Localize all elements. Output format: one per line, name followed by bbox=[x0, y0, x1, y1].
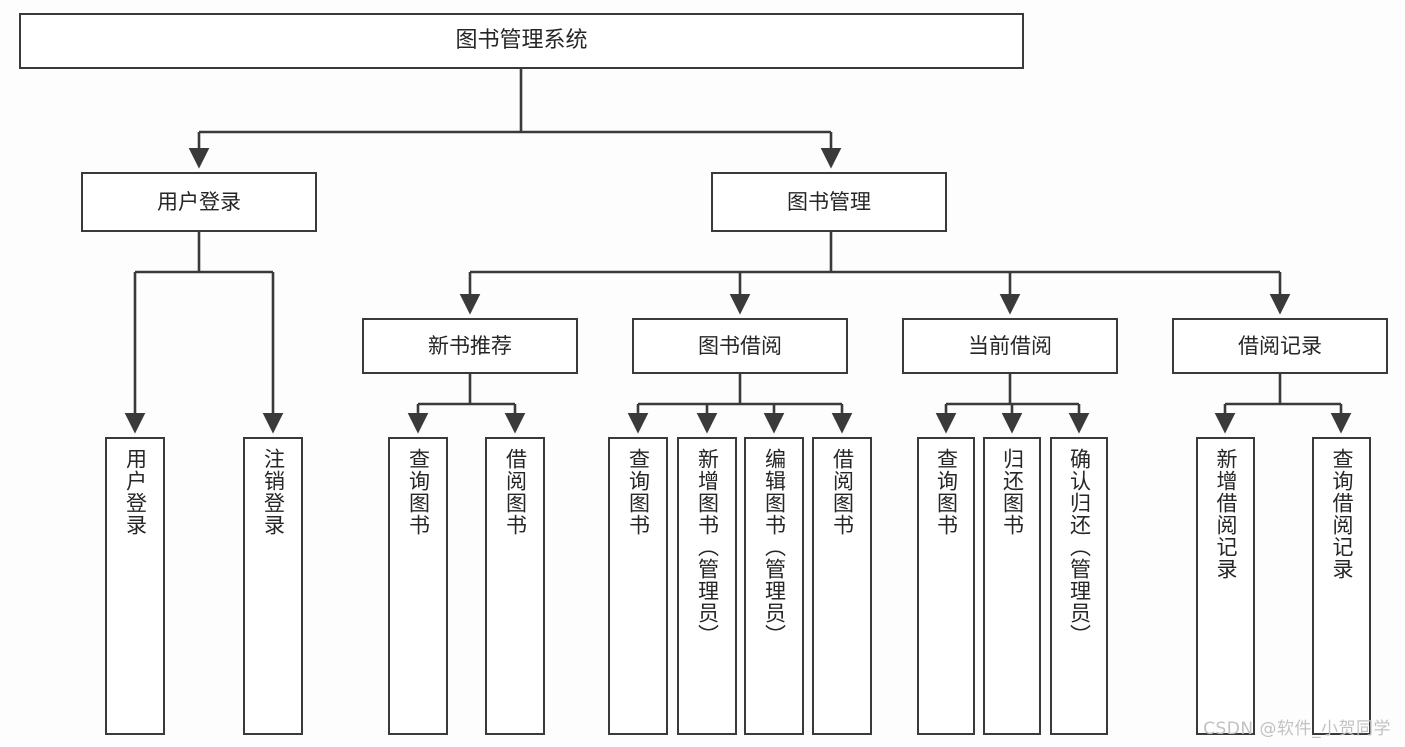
node-leaf-query-book-2-label: 查询图书 bbox=[626, 448, 651, 536]
node-leaf-add-book-label: 新增图书（管理员） bbox=[695, 448, 720, 646]
node-leaf-confirm-return-label: 确认归还（管理员） bbox=[1067, 448, 1092, 646]
node-leaf-user-logout-label: 注销登录 bbox=[261, 448, 286, 536]
node-borrow-record-label: 借阅记录 bbox=[1238, 333, 1322, 358]
node-leaf-user-logout[interactable]: 注销登录 bbox=[243, 437, 303, 735]
node-leaf-edit-book-label: 编辑图书（管理员） bbox=[762, 448, 787, 646]
node-leaf-query-book-1[interactable]: 查询图书 bbox=[388, 437, 448, 735]
node-user-login[interactable]: 用户登录 bbox=[81, 172, 317, 232]
node-borrow-record[interactable]: 借阅记录 bbox=[1172, 318, 1388, 374]
node-leaf-add-record-label: 新增借阅记录 bbox=[1214, 448, 1238, 580]
node-leaf-borrow-book-1-label: 借阅图书 bbox=[503, 448, 528, 536]
node-leaf-user-login-label: 用户登录 bbox=[123, 448, 148, 536]
node-current-borrow-label: 当前借阅 bbox=[968, 333, 1052, 358]
node-leaf-add-book[interactable]: 新增图书（管理员） bbox=[677, 437, 737, 735]
node-new-book-recommend-label: 新书推荐 bbox=[428, 333, 512, 358]
node-book-borrow[interactable]: 图书借阅 bbox=[632, 318, 848, 374]
node-leaf-borrow-book-2-label: 借阅图书 bbox=[830, 448, 855, 536]
node-leaf-borrow-book-1[interactable]: 借阅图书 bbox=[485, 437, 545, 735]
node-leaf-query-record-label: 查询借阅记录 bbox=[1330, 448, 1354, 580]
node-leaf-add-record[interactable]: 新增借阅记录 bbox=[1196, 437, 1255, 735]
node-root-label: 图书管理系统 bbox=[455, 28, 588, 54]
node-book-manage-label: 图书管理 bbox=[787, 189, 871, 214]
node-leaf-borrow-book-2[interactable]: 借阅图书 bbox=[812, 437, 872, 735]
node-book-manage[interactable]: 图书管理 bbox=[711, 172, 947, 232]
node-leaf-query-book-3-label: 查询图书 bbox=[934, 448, 959, 536]
node-root[interactable]: 图书管理系统 bbox=[19, 13, 1024, 69]
node-leaf-confirm-return[interactable]: 确认归还（管理员） bbox=[1050, 437, 1108, 735]
node-new-book-recommend[interactable]: 新书推荐 bbox=[362, 318, 578, 374]
node-leaf-edit-book[interactable]: 编辑图书（管理员） bbox=[744, 437, 804, 735]
node-user-login-label: 用户登录 bbox=[157, 189, 241, 214]
node-leaf-query-book-3[interactable]: 查询图书 bbox=[917, 437, 975, 735]
node-leaf-query-record[interactable]: 查询借阅记录 bbox=[1312, 437, 1371, 735]
node-leaf-user-login[interactable]: 用户登录 bbox=[105, 437, 165, 735]
node-current-borrow[interactable]: 当前借阅 bbox=[902, 318, 1118, 374]
node-leaf-return-book-label: 归还图书 bbox=[1000, 448, 1025, 536]
node-leaf-return-book[interactable]: 归还图书 bbox=[983, 437, 1041, 735]
node-leaf-query-book-1-label: 查询图书 bbox=[406, 448, 431, 536]
node-leaf-query-book-2[interactable]: 查询图书 bbox=[608, 437, 668, 735]
node-book-borrow-label: 图书借阅 bbox=[698, 333, 782, 358]
